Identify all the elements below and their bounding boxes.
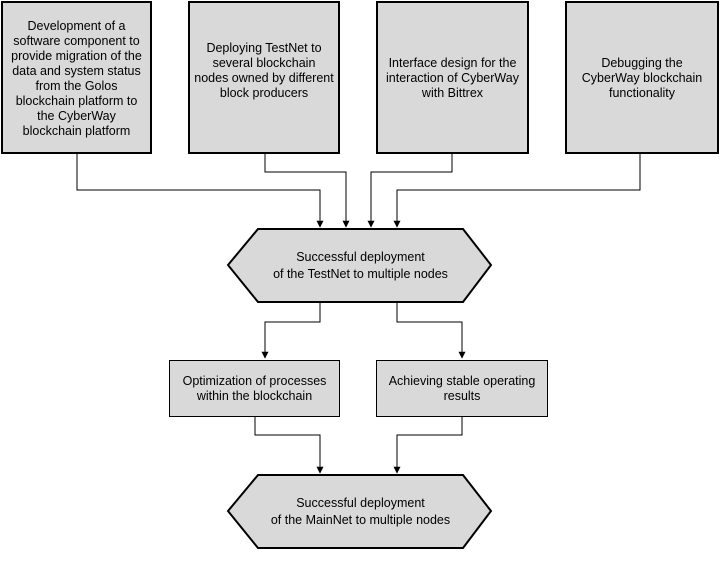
mainnet-milestone-label: Successful deployment of the MainNet to …: [258, 475, 463, 548]
outcome-box-stable: Achieving stable operating results: [376, 360, 548, 417]
task-box-migration: Development of a software component to p…: [1, 1, 152, 154]
mainnet-hexagon: [226, 474, 493, 549]
connector-testnet-stable: [396, 303, 466, 359]
outcome-box-optimization: Optimization of processes within the blo…: [169, 360, 340, 417]
connector-task2-testnet: [264, 153, 350, 228]
outcome-label-optimization: Optimization of processes within the blo…: [182, 373, 327, 403]
testnet-milestone-label: Successful deployment of the TestNet to …: [258, 229, 463, 302]
connector-optimization-mainnet: [254, 417, 324, 474]
connector-stable-mainnet: [393, 417, 463, 474]
task-box-testnet-deploy: Deploying TestNet to several blockchain …: [188, 1, 340, 154]
connector-testnet-optimization: [261, 303, 321, 359]
testnet-hexagon: [226, 228, 493, 303]
testnet-milestone-line1: Successful deployment: [296, 249, 425, 264]
task-label-debugging: Debugging the CyberWay blockchain functi…: [581, 56, 703, 100]
task-label-migration: Development of a software component to p…: [11, 19, 142, 138]
task-box-debugging: Debugging the CyberWay blockchain functi…: [565, 1, 719, 154]
task-label-testnet-deploy: Deploying TestNet to several blockchain …: [194, 41, 334, 100]
connector-task1-testnet: [76, 153, 324, 228]
connector-task4-testnet: [393, 153, 641, 228]
outcome-label-stable: Achieving stable operating results: [388, 373, 536, 403]
mainnet-milestone-line1: Successful deployment: [296, 495, 425, 510]
testnet-milestone-line2: of the TestNet to multiple nodes: [273, 266, 448, 281]
mainnet-milestone-line2: of the MainNet to multiple nodes: [270, 512, 451, 527]
task-box-interface-design: Interface design for the interaction of …: [376, 1, 529, 154]
task-label-interface-design: Interface design for the interaction of …: [386, 56, 519, 100]
connector-task3-testnet: [367, 153, 453, 228]
